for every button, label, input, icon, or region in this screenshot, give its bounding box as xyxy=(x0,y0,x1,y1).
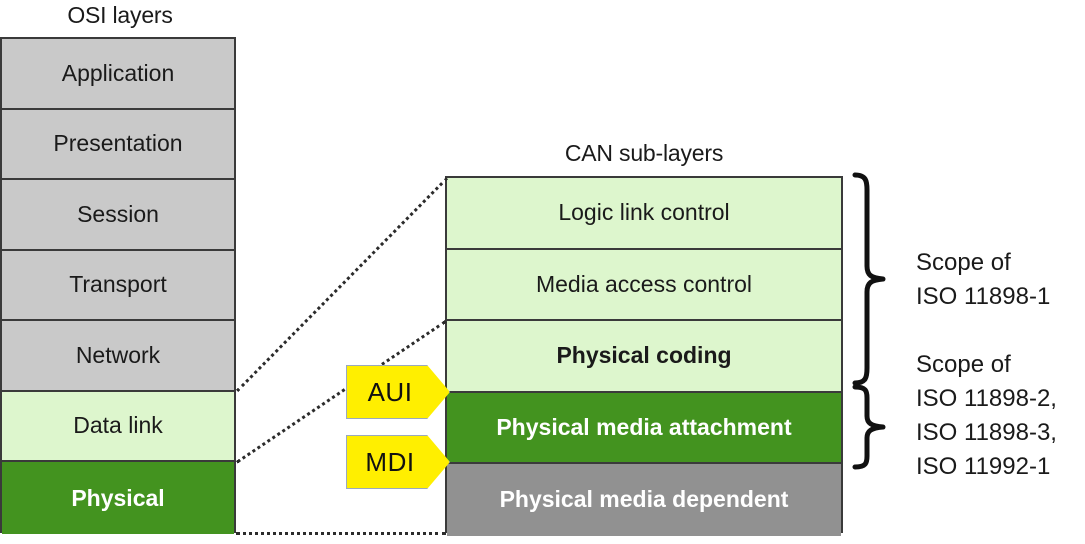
brace-iso-11898-2-3-11992-1-icon xyxy=(852,384,886,470)
osi-layers-title: OSI layers xyxy=(67,2,173,28)
can-sublayers-title: CAN sub-layers xyxy=(564,140,724,166)
osi-layer-physical[interactable]: Physical xyxy=(2,462,234,534)
scope-iso-11898-2-3-11992-1: Scope of ISO 11898-2, ISO 11898-3, ISO 1… xyxy=(916,348,1057,484)
osi-layer-session[interactable]: Session xyxy=(2,180,234,251)
scope-2-line-3: ISO 11898-3, xyxy=(916,419,1057,446)
scope-2-line-2: ISO 11898-2, xyxy=(916,385,1057,412)
osi-layer-data-link[interactable]: Data link xyxy=(2,391,234,462)
connector-dotted-upper xyxy=(236,177,449,393)
can-sublayer-physical-media-dependent[interactable]: Physical media dependent xyxy=(447,464,841,536)
scope-2-line-1: Scope of xyxy=(916,351,1011,378)
can-sublayer-stack: Logic link control Media access control … xyxy=(445,176,843,536)
connector-dotted-lower xyxy=(236,532,446,535)
can-sublayer-physical-media-attachment[interactable]: Physical media attachment xyxy=(447,392,841,464)
scope-1-line-2: ISO 11898-1 xyxy=(916,283,1051,310)
can-sublayer-physical-coding[interactable]: Physical coding xyxy=(447,321,841,393)
mdi-tag-label: MDI xyxy=(365,446,415,477)
scope-2-line-4: ISO 11992-1 xyxy=(916,453,1051,480)
scope-iso-11898-1: Scope of ISO 11898-1 xyxy=(916,246,1050,314)
osi-layer-stack: Application Presentation Session Transpo… xyxy=(0,37,236,534)
can-sublayer-media-access-control[interactable]: Media access control xyxy=(447,249,841,321)
mdi-tag[interactable]: MDI xyxy=(346,435,450,489)
brace-iso-11898-1-icon xyxy=(852,172,886,386)
aui-tag[interactable]: AUI xyxy=(346,365,450,419)
aui-tag-label: AUI xyxy=(367,376,413,407)
scope-1-line-1: Scope of xyxy=(916,249,1011,276)
osi-layer-transport[interactable]: Transport xyxy=(2,250,234,321)
can-sublayer-logic-link-control[interactable]: Logic link control xyxy=(447,178,841,250)
osi-layer-network[interactable]: Network xyxy=(2,321,234,392)
osi-layer-presentation[interactable]: Presentation xyxy=(2,109,234,180)
osi-layer-application[interactable]: Application xyxy=(2,39,234,110)
